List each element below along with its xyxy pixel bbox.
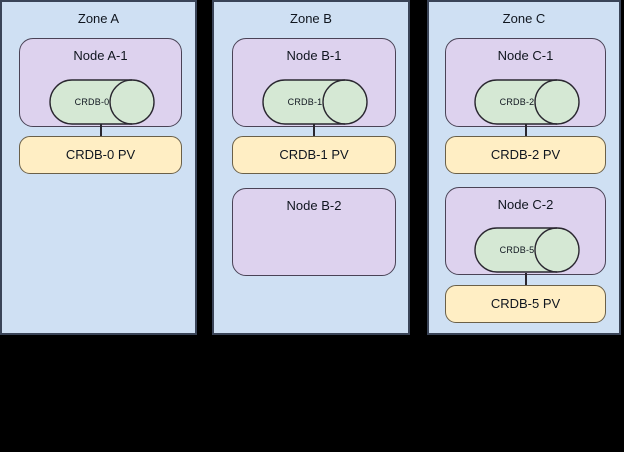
node-box-c-1[interactable]: Node C-1 CRDB-2 <box>445 38 606 127</box>
node-box-c-2[interactable]: Node C-2 CRDB-5 <box>445 187 606 275</box>
pv-label-crdb-5: CRDB-5 PV <box>490 296 561 311</box>
node-title-b-1: Node B-1 <box>286 48 342 63</box>
database-cylinder-crdb-5[interactable]: CRDB-5 <box>474 227 580 273</box>
zone-container-c[interactable]: Zone C Node C-1 CRDB-2 CRDB-2 PV Node C-… <box>427 0 621 335</box>
node-box-b-2[interactable]: Node B-2 <box>232 188 396 276</box>
pv-label-crdb-2: CRDB-2 PV <box>490 147 561 162</box>
database-cylinder-crdb-1[interactable]: CRDB-1 <box>262 79 368 125</box>
node-title-c-2: Node C-2 <box>497 197 554 212</box>
zone-container-a[interactable]: Zone A Node A-1 CRDB-0 CRDB-0 PV <box>0 0 197 335</box>
node-title-c-1: Node C-1 <box>497 48 554 63</box>
node-box-a-1[interactable]: Node A-1 CRDB-0 <box>19 38 182 127</box>
zone-title-a: Zone A <box>77 11 120 26</box>
zone-title-c: Zone C <box>502 11 546 26</box>
pv-box-crdb-0[interactable]: CRDB-0 PV <box>19 136 182 174</box>
connector-node-c-2-to-pv <box>525 273 527 285</box>
pv-box-crdb-5[interactable]: CRDB-5 PV <box>445 285 606 323</box>
connector-node-c-1-to-pv <box>525 124 527 136</box>
database-cylinder-crdb-0[interactable]: CRDB-0 <box>49 79 155 125</box>
node-box-b-1[interactable]: Node B-1 CRDB-1 <box>232 38 396 127</box>
pv-box-crdb-2[interactable]: CRDB-2 PV <box>445 136 606 174</box>
node-title-b-2: Node B-2 <box>286 198 342 213</box>
pv-label-crdb-0: CRDB-0 PV <box>65 147 136 162</box>
pv-box-crdb-1[interactable]: CRDB-1 PV <box>232 136 396 174</box>
node-title-a-1: Node A-1 <box>73 48 128 63</box>
zone-title-b: Zone B <box>290 11 332 26</box>
pv-label-crdb-1: CRDB-1 PV <box>279 147 349 162</box>
zone-container-b[interactable]: Zone B Node B-1 CRDB-1 CRDB-1 PV Node B-… <box>212 0 410 335</box>
connector-node-a-1-to-pv <box>100 124 102 136</box>
database-cylinder-crdb-2[interactable]: CRDB-2 <box>474 79 580 125</box>
connector-node-b-1-to-pv <box>313 124 315 136</box>
